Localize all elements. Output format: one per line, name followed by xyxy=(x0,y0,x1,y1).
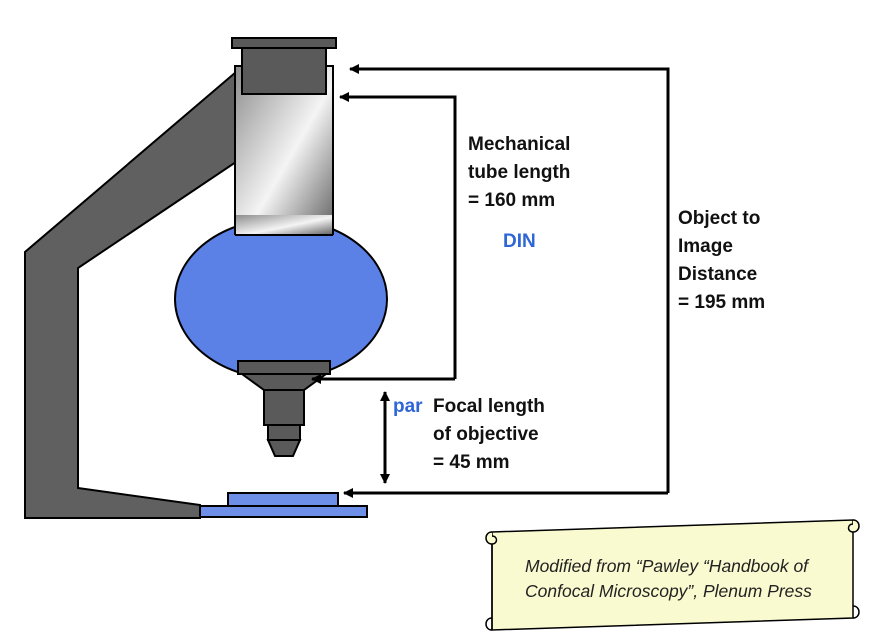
mechanical-label-line3: = 160 mm xyxy=(468,190,555,211)
objective-ring xyxy=(267,424,301,441)
mechanical-label-line2: tube length xyxy=(468,162,570,183)
specimen-slide xyxy=(227,492,339,507)
focal-label-line1: Focal length xyxy=(433,396,545,417)
objective-cone xyxy=(238,373,330,391)
credit-line2: Confocal Microscopy”, Plenum Press xyxy=(525,581,812,601)
objective-tip xyxy=(266,439,302,457)
object-label-line4: = 195 mm xyxy=(678,292,765,313)
objective-collar xyxy=(237,360,331,375)
objective-barrel xyxy=(263,389,305,426)
stage xyxy=(199,505,368,518)
object-label-line2: Image xyxy=(678,236,733,257)
din-label: DIN xyxy=(503,231,536,252)
credit-scroll: Modified from “Pawley “Handbook of Confo… xyxy=(485,519,860,631)
eyepiece-top-plate xyxy=(231,37,337,49)
mechanical-label-line1: Mechanical xyxy=(468,134,570,155)
eyepiece-inner xyxy=(241,47,327,95)
par-label: par xyxy=(393,396,423,417)
mechanical-tube-bracket xyxy=(339,92,457,379)
object-label-line3: Distance xyxy=(678,264,757,285)
object-image-bracket xyxy=(349,64,670,493)
object-label-line1: Object to xyxy=(678,208,760,229)
credit-line1: Modified from “Pawley “Handbook of xyxy=(525,556,810,576)
lens-body xyxy=(174,218,388,380)
focal-label-line3: = 45 mm xyxy=(433,452,510,473)
tube-bottom-cover xyxy=(235,215,333,235)
focal-label-line2: of objective xyxy=(433,424,539,445)
